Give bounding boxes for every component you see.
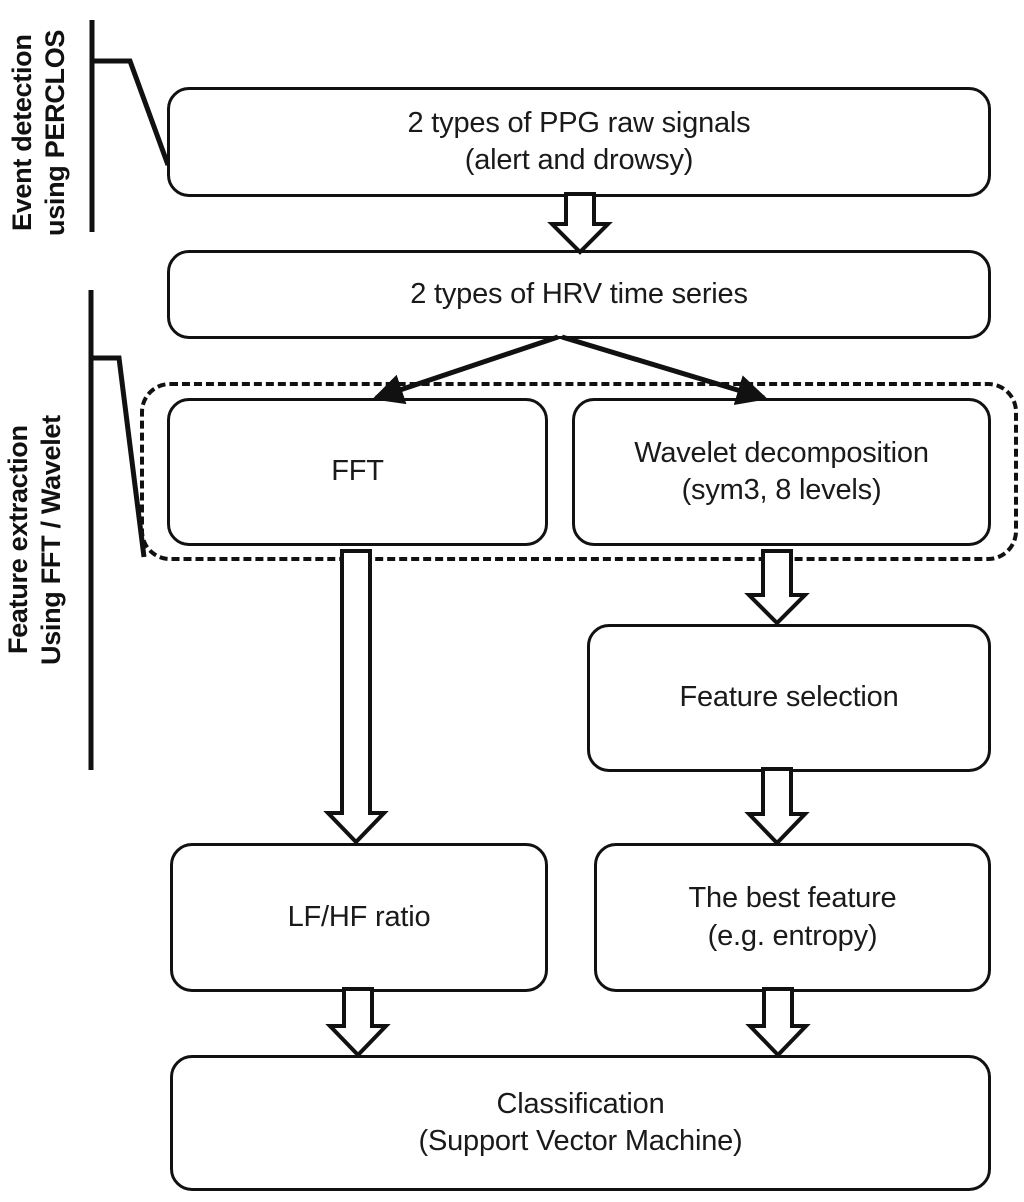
node-lf-hf-ratio-label: LF/HF ratio [287, 900, 431, 933]
stage-bracket-event-detection [89, 20, 171, 232]
node-best-feature[interactable]: The best feature (e.g. entropy) [594, 843, 991, 992]
edge-wavelet-to-feature-selection-arrow [744, 549, 810, 626]
edge-hrv-branch-arrows [372, 334, 768, 406]
edge-best-to-classification-arrow [745, 987, 811, 1058]
stage-label-feature-extraction: Feature extraction Using FFT / Wavelet [3, 415, 66, 665]
node-hrv-time-series[interactable]: 2 types of HRV time series [167, 250, 991, 339]
edge-feature-selection-to-best-arrow [744, 767, 810, 846]
node-ppg-raw-signals-label: 2 types of PPG raw signals (alert and dr… [407, 106, 751, 176]
node-classification-label: Classification (Support Vector Machine) [418, 1087, 743, 1157]
node-best-feature-label: The best feature (e.g. entropy) [688, 882, 897, 952]
edge-lfhf-to-classification-arrow [325, 987, 391, 1058]
stage-label-event-detection: Event detection using PERCLOS [7, 29, 70, 237]
node-fft-label: FFT [331, 455, 384, 488]
node-wavelet-decomposition[interactable]: Wavelet decomposition (sym3, 8 levels) [572, 398, 991, 546]
node-feature-selection[interactable]: Feature selection [587, 624, 991, 772]
edge-fft-to-lfhf-arrow [323, 549, 389, 845]
group-feature-extraction-dashed [140, 382, 1018, 561]
node-classification[interactable]: Classification (Support Vector Machine) [170, 1055, 991, 1191]
node-ppg-raw-signals[interactable]: 2 types of PPG raw signals (alert and dr… [167, 87, 991, 197]
stage-bracket-feature-extraction [88, 290, 147, 770]
edge-ppg-to-hrv-arrow [547, 192, 613, 255]
node-wavelet-decomposition-label: Wavelet decomposition (sym3, 8 levels) [634, 436, 929, 506]
node-hrv-time-series-label: 2 types of HRV time series [410, 277, 748, 310]
node-fft[interactable]: FFT [167, 398, 548, 546]
node-feature-selection-label: Feature selection [679, 681, 899, 714]
node-lf-hf-ratio[interactable]: LF/HF ratio [170, 843, 548, 992]
